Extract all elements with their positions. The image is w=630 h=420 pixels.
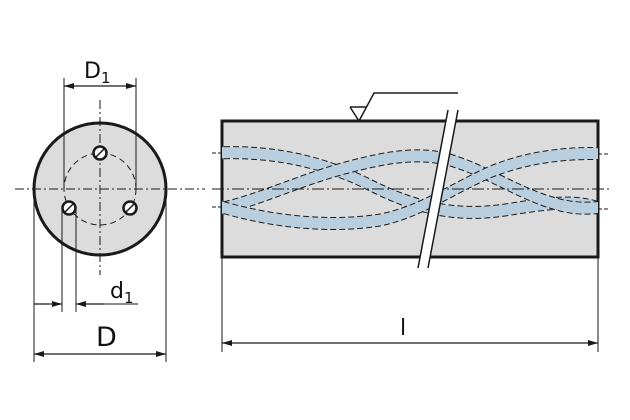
surface-finish-symbol [349,92,458,123]
bore-top [92,145,108,161]
label-d1: d [110,279,124,304]
label-D1: D [84,59,101,84]
break-line-symbol [417,109,459,269]
dimension-d1: d1 [34,208,138,312]
dimension-l: l [221,257,599,352]
svg-text:D1: D1 [84,59,111,87]
bore-left [61,200,77,216]
bore-right [122,200,138,216]
end-view: D1 d1 D [15,59,205,362]
label-D: D [96,322,117,353]
label-d1-subscript: 1 [124,289,134,307]
dimension-D: D [33,189,167,362]
dimension-D1: D1 [63,59,137,189]
label-l: l [400,316,406,341]
label-D1-subscript: 1 [101,69,111,87]
side-view: l [212,92,612,352]
svg-text:d1: d1 [110,279,134,307]
